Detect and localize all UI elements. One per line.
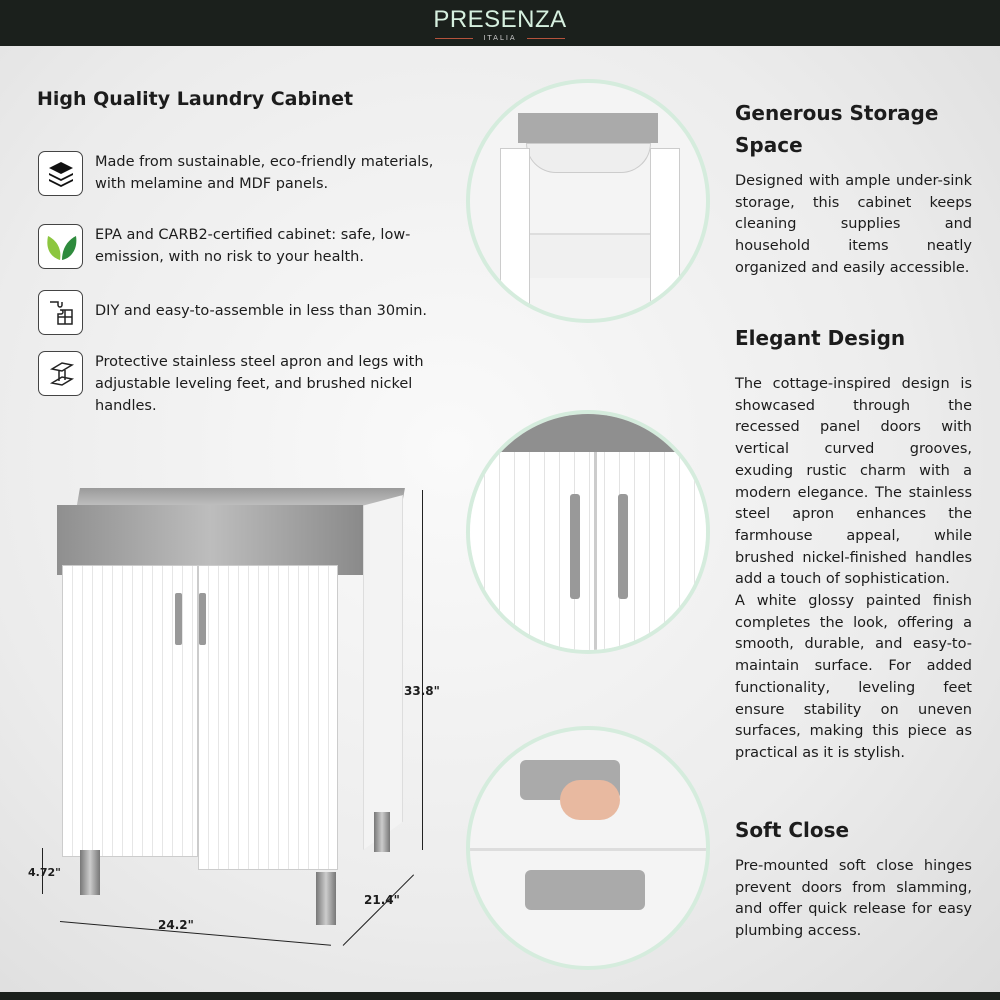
- feature-text: Made from sustainable, eco-friendly mate…: [95, 154, 434, 192]
- soft-close-section: Soft Close Pre-mounted soft close hinges…: [735, 814, 972, 943]
- section-heading: Generous Storage Space: [735, 101, 939, 157]
- feature-item: EPA and CARB2-certified cabinet: safe, l…: [38, 224, 438, 269]
- design-section: Elegant Design The cottage-inspired desi…: [735, 322, 972, 765]
- width-dimension: 24.2": [158, 918, 194, 932]
- feature-item: Protective stainless steel apron and leg…: [38, 351, 438, 417]
- feature-item: Made from sustainable, eco-friendly mate…: [38, 151, 438, 196]
- section-text: Pre-mounted soft close hinges prevent do…: [735, 858, 972, 940]
- brand-logo: PRESENZA: [433, 6, 567, 33]
- depth-dimension: 21.4": [364, 893, 400, 907]
- leg-height-dimension: 4.72": [28, 866, 61, 879]
- height-dimension: 33.8": [404, 684, 440, 698]
- leaf-icon: [38, 224, 83, 269]
- section-text: Designed with ample under-sink storage, …: [735, 173, 972, 276]
- header: PRESENZA ITALIA: [0, 0, 1000, 46]
- door-detail-photo: [466, 410, 710, 654]
- brand-sub: ITALIA: [435, 34, 565, 42]
- feature-text: DIY and easy-to-assemble in less than 30…: [95, 303, 428, 319]
- storage-section: Generous Storage Space Designed with amp…: [735, 97, 972, 280]
- section-title: High Quality Laundry Cabinet: [37, 88, 354, 110]
- section-text: A white glossy painted finish completes …: [735, 593, 972, 761]
- soft-close-hinge-photo: [466, 726, 710, 970]
- steel-beam-icon: [38, 351, 83, 396]
- section-heading: Elegant Design: [735, 326, 906, 350]
- feature-item: DIY and easy-to-assemble in less than 30…: [38, 290, 438, 335]
- footer-bar: [0, 992, 1000, 1000]
- layers-icon: [38, 151, 83, 196]
- feature-text: EPA and CARB2-certified cabinet: safe, l…: [95, 227, 411, 265]
- section-text: The cottage-inspired design is showcased…: [735, 376, 972, 588]
- feature-text: Protective stainless steel apron and leg…: [95, 354, 424, 414]
- puzzle-icon: [38, 290, 83, 335]
- storage-photo: [466, 79, 710, 323]
- section-heading: Soft Close: [735, 818, 850, 842]
